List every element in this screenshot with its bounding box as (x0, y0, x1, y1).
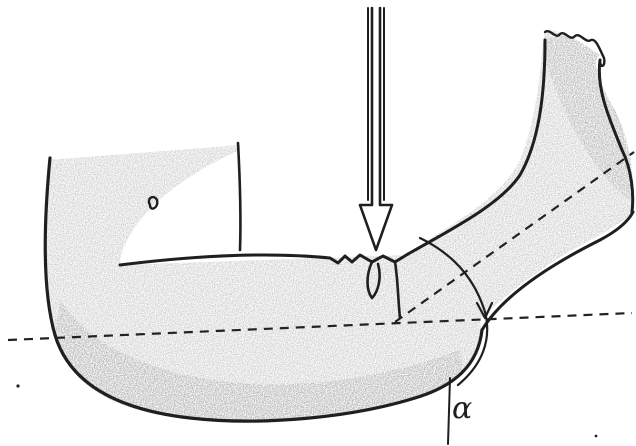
marker-dot (595, 435, 598, 438)
force-arrow (360, 8, 392, 250)
coronoid-outline (238, 143, 240, 250)
marker-dot (16, 384, 19, 387)
angle-indicator-stick (448, 378, 450, 444)
angle-label: α (452, 391, 472, 426)
